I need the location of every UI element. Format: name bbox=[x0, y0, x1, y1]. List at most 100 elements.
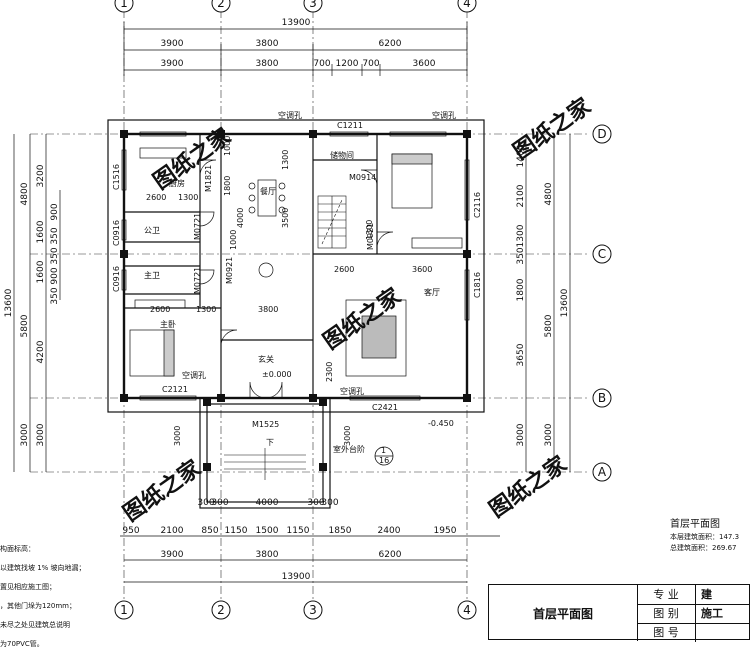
dim-int-2: 1300 bbox=[178, 193, 198, 202]
dim-right-r2-6: 3650 bbox=[516, 343, 526, 366]
axis-col-1-top: 1 bbox=[120, 0, 128, 10]
room-public-wc: 公卫 bbox=[144, 226, 160, 235]
dim-left-r2-3: 1600 bbox=[36, 260, 46, 283]
ac-hole-2: 空调孔 bbox=[432, 110, 456, 120]
dim-top-r2-3: 700 bbox=[313, 59, 330, 69]
note-line-3: 置见相应施工图； bbox=[0, 583, 56, 591]
axis-row-b: B bbox=[598, 391, 606, 405]
window-c2116: C2116 bbox=[473, 192, 482, 218]
dim-top-r2-1: 3900 bbox=[161, 59, 184, 69]
room-labels: 厨房 储物间 餐厅 公卫 主卫 客厅 主卧 玄关 ±0.000 -0.450 下… bbox=[144, 150, 454, 454]
door-m0921-b: M0921 bbox=[225, 257, 234, 284]
dim-left-3: 3000 bbox=[20, 423, 30, 446]
summary-area-floor: 本层建筑面积：147.3 bbox=[670, 533, 740, 541]
dim-left-small-3: 350 bbox=[50, 247, 60, 264]
dim-right-3: 3000 bbox=[544, 423, 554, 446]
title-block-value: 施工 bbox=[701, 607, 723, 620]
dim-int-9: 1300 bbox=[365, 220, 374, 240]
dim-bottom-r1-6: 1150 bbox=[287, 526, 310, 536]
window-c1516: C1516 bbox=[112, 164, 121, 190]
porch-steps bbox=[224, 448, 306, 480]
axis-col-1-bottom: 1 bbox=[120, 603, 128, 617]
ac-hole-1: 空调孔 bbox=[278, 110, 302, 120]
dim-bottom-r1-7: 1850 bbox=[329, 526, 352, 536]
stairs bbox=[317, 195, 347, 249]
room-dining: 餐厅 bbox=[260, 187, 276, 196]
dim-top-1: 3900 bbox=[161, 39, 184, 49]
dim-left-2: 5800 bbox=[20, 314, 30, 337]
dim-right-r2-5: 1800 bbox=[516, 278, 526, 301]
dim-bottom-r2-3: 6200 bbox=[379, 550, 402, 560]
dim-right-total: 13600 bbox=[560, 288, 570, 317]
door-m0914: M0914 bbox=[349, 173, 376, 182]
dim-porch-3: 4000 bbox=[256, 498, 279, 508]
axis-col-3-top: 3 bbox=[309, 0, 317, 10]
furniture bbox=[129, 147, 463, 377]
dim-int-5: 1300 bbox=[281, 150, 290, 170]
dim-left-r2-2: 1600 bbox=[36, 220, 46, 243]
window-c0916-a: C0916 bbox=[112, 220, 121, 246]
dim-top-r2-6: 3600 bbox=[413, 59, 436, 69]
section-marker-top: 1 bbox=[381, 446, 386, 455]
room-storage: 储物间 bbox=[330, 150, 354, 160]
title-block-row-major: 专 业 建 bbox=[637, 585, 750, 605]
door-m0721-a: M0721 bbox=[193, 213, 202, 240]
summary-title: 首层平面图 bbox=[670, 519, 720, 530]
columns bbox=[120, 130, 471, 471]
dim-top-r2-2: 3800 bbox=[256, 59, 279, 69]
dim-int-6: 4000 bbox=[236, 208, 245, 228]
walls bbox=[107, 119, 485, 509]
dim-right-1: 4800 bbox=[544, 182, 554, 205]
outdoor-level: -0.450 bbox=[428, 419, 454, 428]
area-summary: 首层平面图 本层建筑面积：147.3 总建筑面积：269.67 bbox=[670, 518, 750, 554]
dim-int-16: 3000 bbox=[173, 426, 182, 446]
note-line-2: 以建筑找坡 1% 坡向地漏； bbox=[0, 564, 86, 572]
section-marker-bottom: 16 bbox=[379, 456, 389, 465]
title-block-row-number: 图 号 bbox=[637, 623, 750, 642]
dim-left-small-2: 350 bbox=[50, 227, 60, 244]
axis-col-3-bottom: 3 bbox=[309, 603, 317, 617]
dim-bottom-total: 13900 bbox=[282, 572, 311, 582]
title-block-value: 建 bbox=[701, 588, 712, 601]
note-line-6: 为70PVC管。 bbox=[0, 640, 44, 648]
room-foyer: 玄关 bbox=[258, 354, 274, 364]
dim-bottom-r1-3: 850 bbox=[201, 526, 218, 536]
dim-left-small-5: 350 bbox=[50, 287, 60, 304]
dim-bottom-r1-1: 950 bbox=[122, 526, 139, 536]
dim-int-13: 1300 bbox=[196, 305, 216, 314]
dim-int-8: 1000 bbox=[229, 230, 238, 250]
door-m0921-a: M0921 bbox=[366, 223, 375, 250]
window-c1211: C1211 bbox=[337, 121, 363, 130]
axis-row-a: A bbox=[598, 465, 607, 479]
dim-int-14: 3800 bbox=[258, 305, 278, 314]
dim-porch-1: 300 bbox=[197, 498, 214, 508]
ac-hole-3: 空调孔 bbox=[182, 370, 206, 380]
dim-right-r2-4: 350 bbox=[516, 247, 526, 264]
room-master: 主卧 bbox=[160, 319, 176, 329]
dim-int-4: 1000 bbox=[223, 136, 232, 156]
axis-col-2-bottom: 2 bbox=[217, 603, 225, 617]
door-m0721-b: M0721 bbox=[193, 267, 202, 294]
dim-left-small-4: 900 bbox=[50, 267, 60, 284]
room-living: 客厅 bbox=[424, 287, 440, 297]
window-c2121: C2121 bbox=[162, 385, 188, 394]
dim-right-2: 5800 bbox=[544, 314, 554, 337]
dim-int-1: 2600 bbox=[146, 193, 166, 202]
title-block-key: 图 号 bbox=[637, 623, 696, 642]
dim-int-12: 2600 bbox=[150, 305, 170, 314]
dim-bottom-r1-2: 2100 bbox=[161, 526, 184, 536]
left-dimension-lines bbox=[13, 134, 61, 472]
dim-bottom-r2-1: 3900 bbox=[161, 550, 184, 560]
outdoor-step-label: 室外台阶 bbox=[333, 444, 365, 454]
dim-right-r2-7: 3000 bbox=[516, 423, 526, 446]
dim-int-17: 3000 bbox=[343, 426, 352, 446]
dim-porch-4: 300 bbox=[307, 498, 324, 508]
dim-bottom-r1-9: 1950 bbox=[434, 526, 457, 536]
doors bbox=[199, 159, 394, 399]
ac-hole-4: 空调孔 bbox=[340, 386, 364, 396]
dim-int-10: 2600 bbox=[334, 265, 354, 274]
note-line-4: ，其他门垛为120mm； bbox=[0, 602, 76, 610]
bottom-dimension-lines bbox=[120, 507, 500, 583]
note-line-1: 构面标高： bbox=[0, 545, 35, 553]
title-block-row-type: 图 别 施工 bbox=[637, 604, 750, 624]
